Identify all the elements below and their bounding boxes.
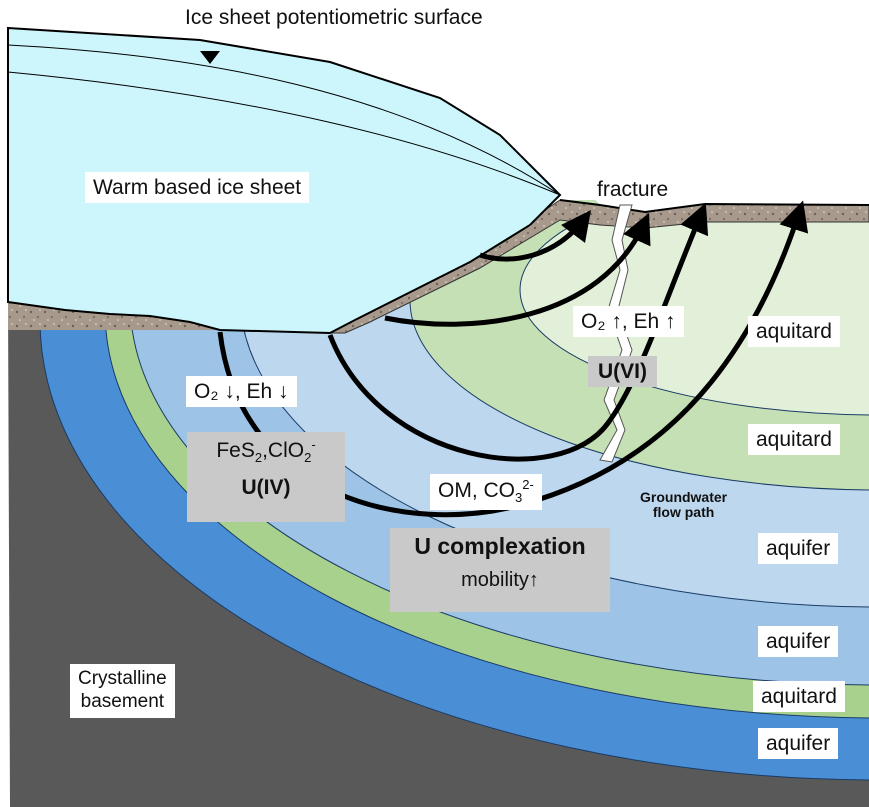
ice-flow-line-1 — [7, 44, 561, 196]
om-carbonate-label: OM, CO32- — [430, 474, 542, 510]
layer-label-aquifer-2: aquifer — [758, 626, 839, 658]
u-iv-label: U(IV) — [241, 475, 291, 499]
layer-label-aquifer-1: aquifer — [758, 533, 839, 565]
oxidizing-conditions-label: O₂ ↑, Eh ↑ — [573, 306, 684, 338]
fes2-clo2-label: FeS2,ClO2- — [216, 437, 316, 466]
flow-path-1 — [479, 210, 592, 262]
fracture — [599, 204, 633, 463]
ice-sheet-label: Warm based ice sheet — [85, 172, 310, 204]
u-vi-label: U(VI) — [588, 356, 657, 388]
crystalline-basement-label: Crystalline basement — [70, 664, 175, 718]
layer-label-aquitard-3: aquitard — [753, 681, 845, 713]
flow-path-2 — [384, 212, 651, 327]
groundwater-flow-path-label: Groundwater flow path — [640, 489, 728, 521]
layer-label-aquitard-1: aquitard — [748, 316, 840, 348]
layer-label-aquifer-3: aquifer — [758, 728, 839, 760]
reduced-minerals-box: FeS2,ClO2- U(IV) — [187, 432, 345, 522]
reducing-conditions-label: O₂ ↓, Eh ↓ — [186, 376, 297, 408]
till-layer-left — [8, 302, 220, 330]
u-complexation-label: U complexation — [414, 533, 586, 559]
mobility-label: mobility↑ — [461, 569, 539, 592]
layer-label-aquitard-2: aquitard — [748, 424, 840, 456]
potentiometric-surface-label: Ice sheet potentiometric surface — [185, 6, 483, 29]
ground-surface-line — [559, 199, 869, 214]
flow-path-3 — [327, 202, 709, 462]
u-complexation-box: U complexation mobility↑ — [390, 528, 610, 612]
fracture-label: fracture — [597, 178, 669, 201]
ice-flow-line-2 — [7, 71, 561, 196]
water-table-triangle-icon — [200, 51, 220, 64]
